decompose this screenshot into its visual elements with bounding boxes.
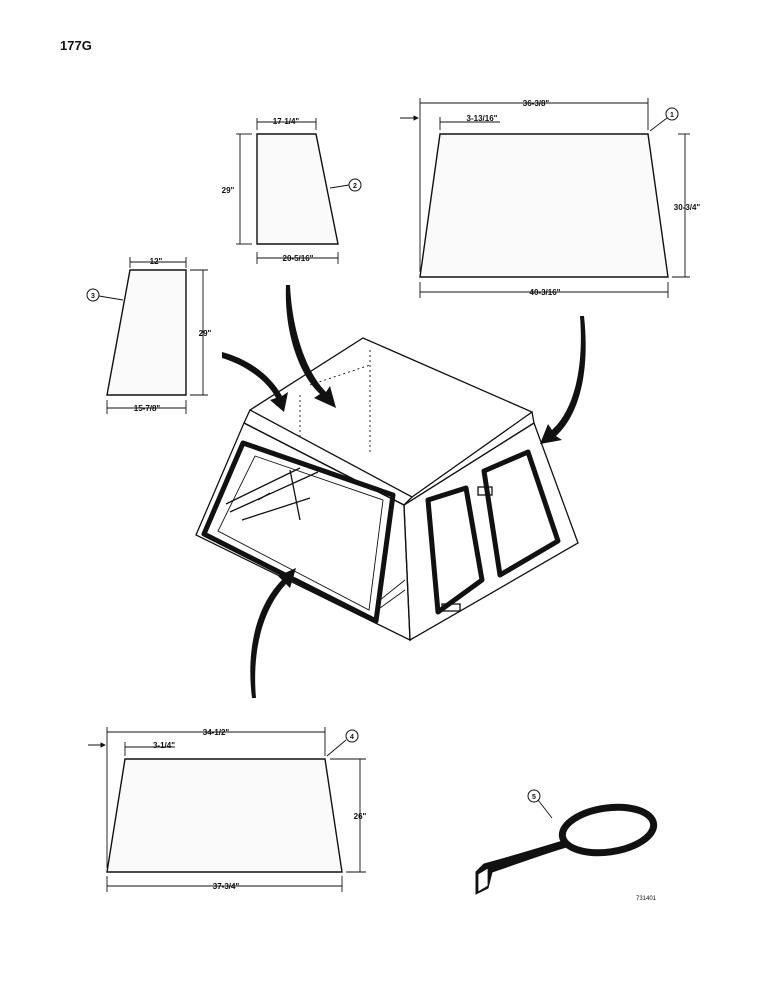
rear-glass: 36-3/8" 3-13/16" 30-3/4" 40-3/16" 1 bbox=[400, 98, 700, 298]
callout-2 bbox=[348, 178, 362, 192]
side-glass-left-outline bbox=[106, 269, 187, 396]
svg-text:1: 1 bbox=[670, 112, 674, 119]
arrow-rear-glass bbox=[540, 316, 586, 444]
rear-glass-bottom-dim: 40-3/16" bbox=[530, 288, 561, 297]
callout-4 bbox=[345, 729, 359, 743]
side-glass-left-top-dim: 12" bbox=[150, 257, 163, 266]
side-glass-upper-outline bbox=[256, 133, 339, 245]
svg-text:5: 5 bbox=[532, 794, 536, 801]
windshield-height-dim: 26" bbox=[354, 812, 367, 821]
windshield-top-offset-dim: 3-1/4" bbox=[153, 741, 175, 750]
arrow-upper-side-glass bbox=[285, 285, 336, 408]
front-window-frame bbox=[201, 440, 396, 624]
arrow-windshield bbox=[250, 568, 296, 698]
cab-illustration bbox=[195, 337, 579, 642]
callout-3 bbox=[86, 288, 100, 302]
svg-text:4: 4 bbox=[350, 734, 354, 741]
windshield: 34-1/2" 3-1/4" 26" 37-3/4" 4 bbox=[88, 727, 367, 892]
callout-1 bbox=[665, 107, 679, 121]
side-window-rear bbox=[481, 449, 561, 578]
drawing-number: 731401 bbox=[636, 896, 657, 902]
svg-text:3: 3 bbox=[91, 293, 95, 300]
rear-glass-top-overall-dim: 36-3/8" bbox=[523, 99, 550, 108]
side-glass-left-height-dim: 29" bbox=[199, 329, 212, 338]
rear-glass-height-dim: 30-3/4" bbox=[674, 203, 701, 212]
side-window-front bbox=[425, 485, 485, 615]
side-glass-upper-height-dim: 29" bbox=[222, 186, 235, 195]
rear-glass-outline bbox=[419, 133, 669, 278]
cab-roof bbox=[248, 337, 534, 498]
rubber-seal: 5 bbox=[475, 789, 658, 895]
arrow-left-glass bbox=[222, 352, 288, 412]
side-glass-upper: 17-1/4" 29" 20-5/16" 2 bbox=[222, 117, 362, 264]
side-glass-left: 12" 29" 15-7/8" 3 bbox=[86, 257, 212, 414]
side-glass-left-bottom-dim: 15-7/8" bbox=[134, 404, 161, 413]
rear-glass-top-offset-dim: 3-13/16" bbox=[467, 114, 498, 123]
model-label: 177G bbox=[60, 38, 92, 53]
windshield-outline bbox=[106, 758, 343, 873]
pointer-arrows bbox=[222, 285, 586, 698]
windshield-top-overall-dim: 34-1/2" bbox=[203, 728, 230, 737]
svg-text:2: 2 bbox=[353, 183, 357, 190]
side-glass-upper-top-dim: 17-1/4" bbox=[273, 117, 300, 126]
windshield-bottom-dim: 37-3/4" bbox=[213, 882, 240, 891]
side-glass-upper-bottom-dim: 20-5/16" bbox=[283, 254, 314, 263]
callout-5 bbox=[527, 789, 541, 803]
